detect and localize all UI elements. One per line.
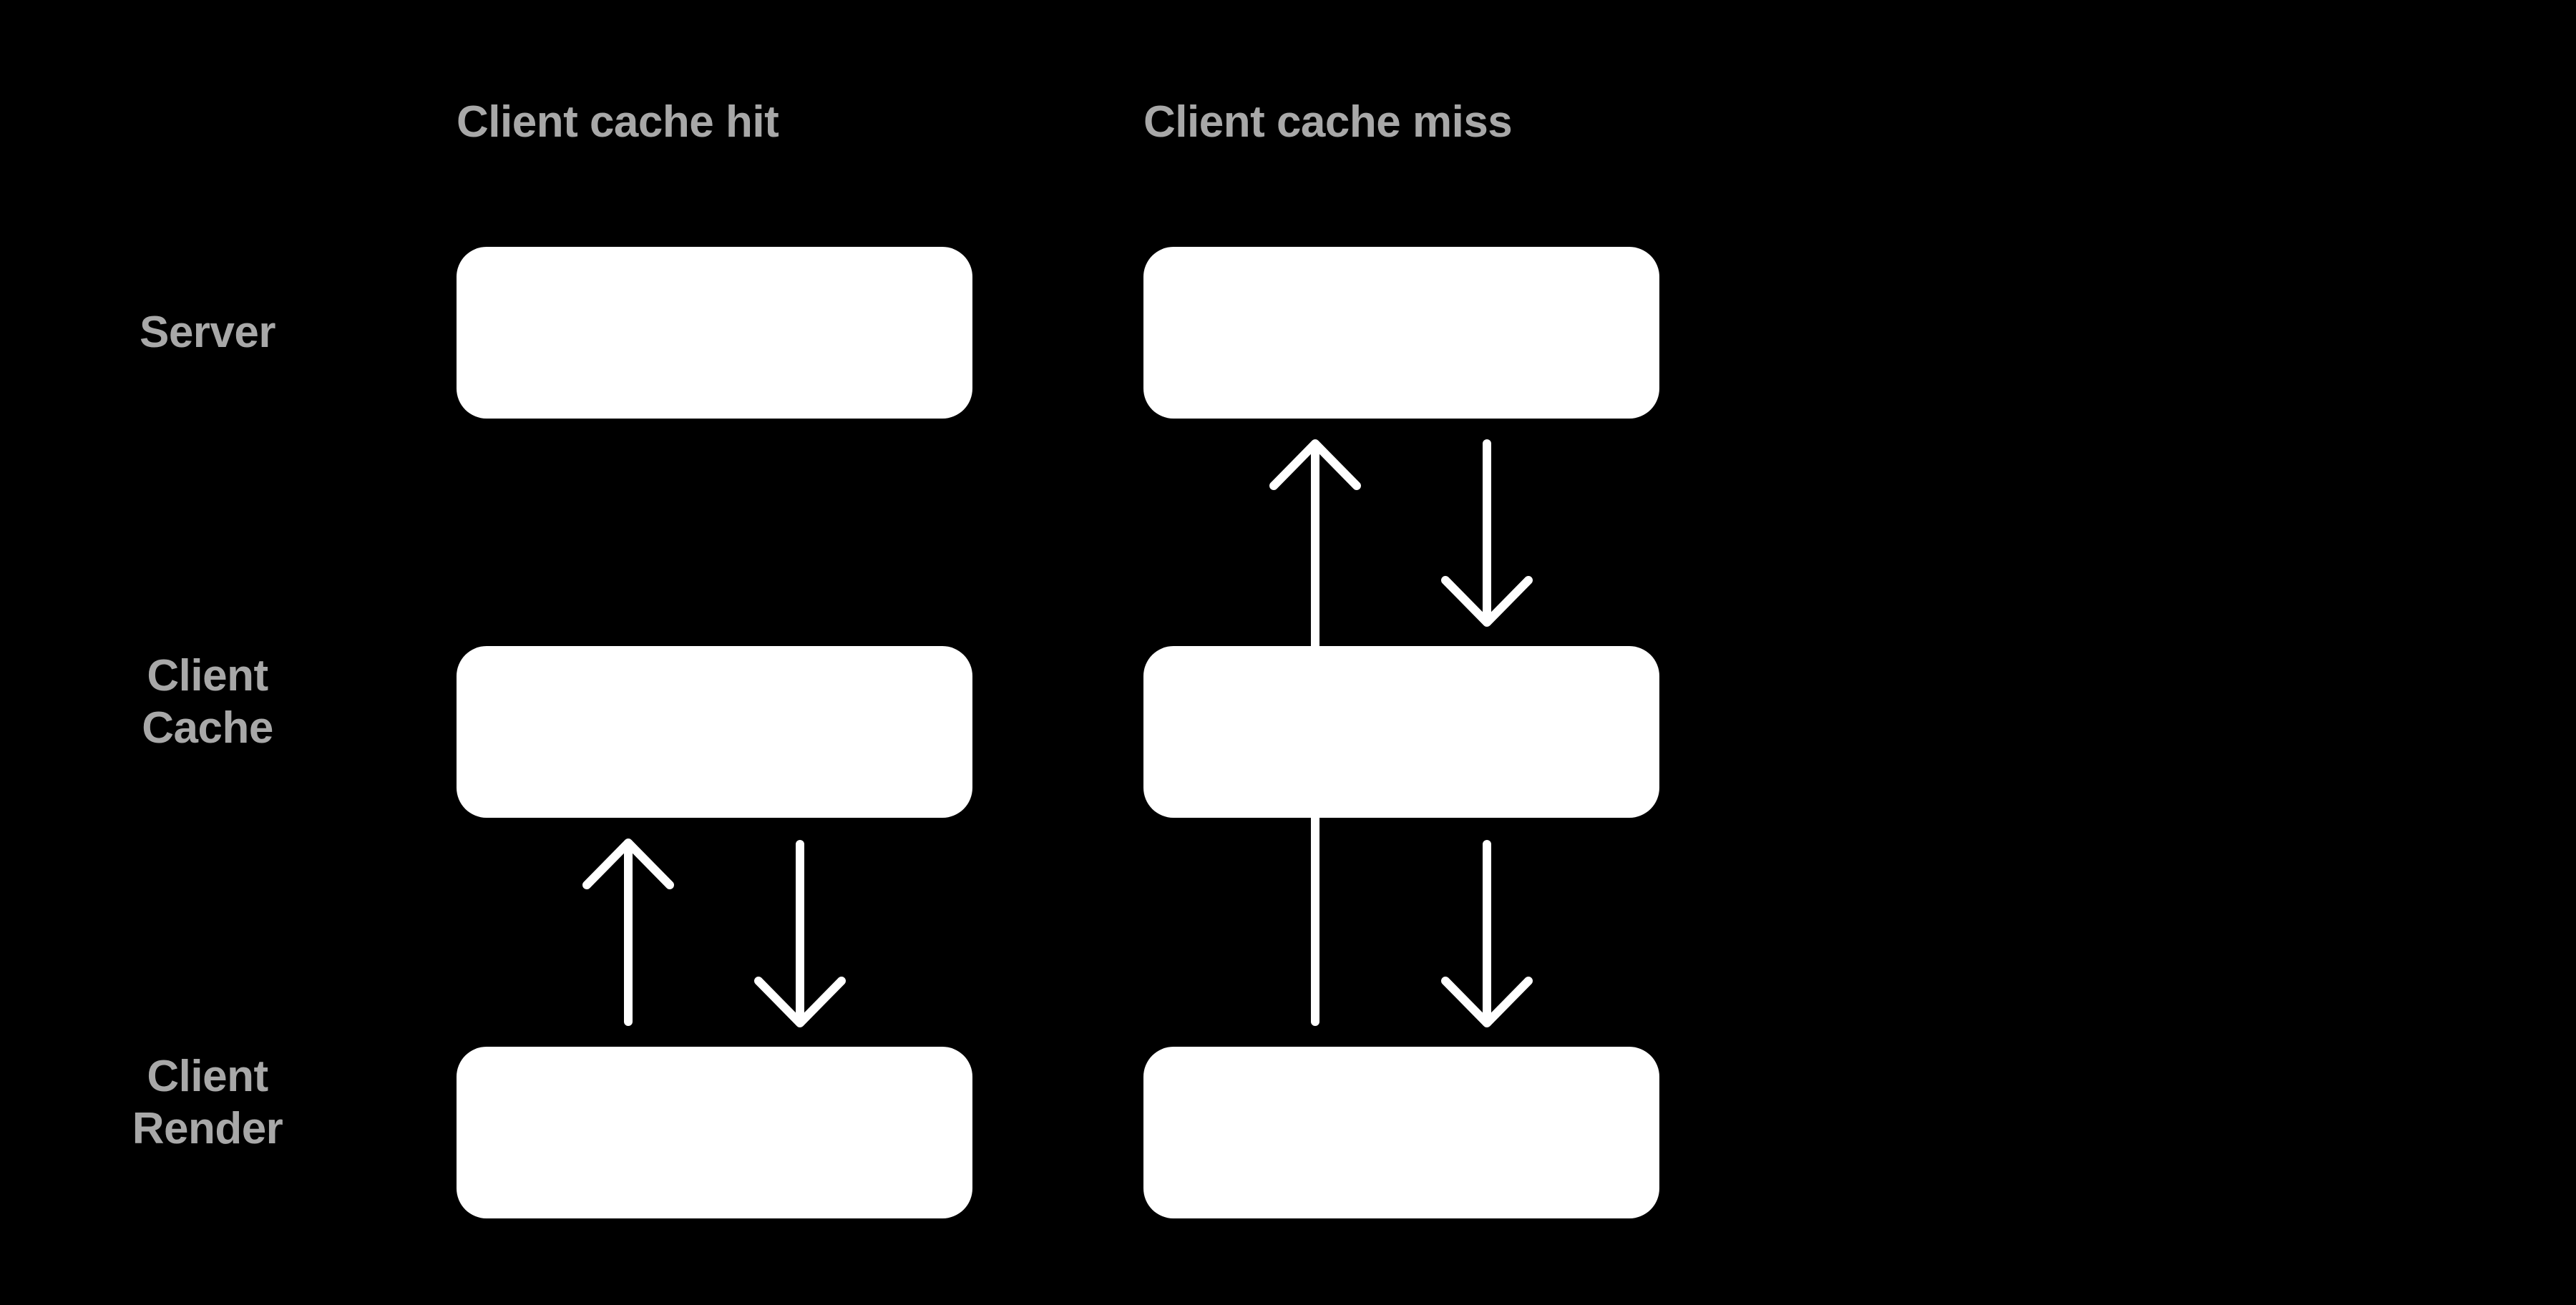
row-label-client-render-line1: Client [147,1052,268,1101]
row-label-client-render-line2: Render [132,1104,283,1154]
arrow-up-icon-hit-render-to-cache [582,839,674,1026]
arrow-down-icon-miss-server-to-cache [1441,439,1533,627]
column-header-client-cache-miss: Client cache miss [1143,97,1513,147]
arrow-down-icon-hit-cache-to-render [754,840,846,1027]
row-label-client-cache: Client Cache [21,650,394,754]
row-label-client-cache-line1: Client [147,651,268,700]
arrow-down-icon-miss-cache-to-render [1441,840,1533,1027]
node-hit-client-render[interactable] [457,1047,972,1218]
node-hit-client-cache[interactable] [457,646,972,818]
row-label-server: Server [21,306,394,358]
column-header-client-cache-hit: Client cache hit [457,97,779,147]
node-miss-server[interactable] [1143,247,1659,419]
row-label-client-cache-line2: Cache [142,703,273,753]
node-hit-server[interactable] [457,247,972,419]
node-miss-client-render[interactable] [1143,1047,1659,1218]
row-label-client-render: Client Render [21,1050,394,1155]
row-label-server-line1: Server [139,308,276,357]
node-miss-client-cache[interactable] [1143,646,1659,818]
